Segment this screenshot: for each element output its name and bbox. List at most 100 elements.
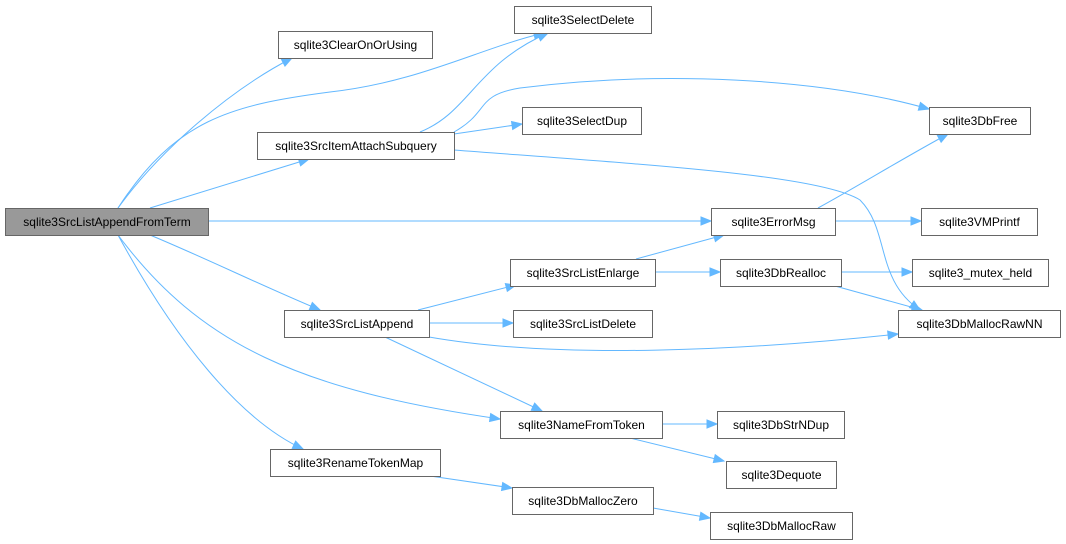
edge-srcListAppend-to-dbMallocRawNN-arrowhead	[887, 330, 900, 340]
node-vmPrintf-label: sqlite3VMPrintf	[939, 215, 1020, 229]
node-root-label: sqlite3SrcListAppendFromTerm	[23, 215, 190, 229]
node-dbMallocRaw[interactable]: sqlite3DbMallocRaw	[710, 512, 853, 540]
node-srcListEnlarge[interactable]: sqlite3SrcListEnlarge	[510, 259, 656, 287]
node-mutexHeld-label: sqlite3_mutex_held	[929, 266, 1032, 280]
edge-attachSubquery-to-selectDup-arrowhead	[510, 120, 524, 131]
node-renameTokenMap-label: sqlite3RenameTokenMap	[288, 456, 424, 470]
edge-dbRealloc-to-dbMallocRawNN	[834, 285, 924, 312]
node-dbStrNDup-box	[717, 411, 845, 439]
node-root: sqlite3SrcListAppendFromTerm	[5, 208, 209, 236]
node-dbRealloc[interactable]: sqlite3DbRealloc	[720, 259, 842, 287]
edge-srcListAppend-to-nameFromToken	[384, 336, 544, 412]
edge-renameTokenMap-to-dbMallocZero-line	[429, 475, 513, 489]
node-srcListAppend[interactable]: sqlite3SrcListAppend	[284, 310, 430, 338]
node-mutexHeld-box	[912, 259, 1049, 287]
node-dbRealloc-label: sqlite3DbRealloc	[736, 266, 826, 280]
node-dbMallocRawNN-box	[898, 310, 1061, 338]
edge-attachSubquery-to-selectDelete-line	[419, 32, 549, 133]
edge-root-to-errorMsg	[208, 216, 713, 226]
node-dequote[interactable]: sqlite3Dequote	[726, 461, 837, 489]
edge-root-to-srcListAppend-arrowhead	[308, 301, 322, 311]
edge-srcListAppend-to-srcListEnlarge-line	[417, 284, 517, 311]
node-srcListDelete-label: sqlite3SrcListDelete	[530, 317, 636, 331]
node-selectDelete-label: sqlite3SelectDelete	[532, 13, 635, 27]
edge-root-to-nameFromToken-line	[117, 234, 501, 420]
edge-srcListAppend-to-srcListDelete-arrowhead	[502, 318, 515, 328]
edge-srcListAppend-to-dbMallocRawNN-line	[428, 333, 899, 352]
edge-srcListAppend-to-dbMallocRawNN	[428, 330, 900, 352]
node-dequote-label: sqlite3Dequote	[741, 468, 821, 482]
edge-attachSubquery-to-selectDup-line	[453, 123, 523, 135]
edge-srcListEnlarge-to-dbRealloc-arrowhead	[709, 267, 722, 277]
node-dbFree-label: sqlite3DbFree	[943, 114, 1018, 128]
node-selectDup[interactable]: sqlite3SelectDup	[522, 107, 642, 135]
node-nameFromToken-box	[500, 411, 663, 439]
nodes-layer: sqlite3SrcListAppendFromTerm sqlite3Clear…	[5, 6, 1061, 540]
node-srcListEnlarge-label: sqlite3SrcListEnlarge	[527, 266, 640, 280]
edge-nameFromToken-to-dbStrNDup	[662, 419, 719, 429]
edge-root-to-attachSubquery-line	[149, 158, 310, 209]
node-srcListDelete[interactable]: sqlite3SrcListDelete	[513, 310, 653, 338]
edges-layer	[117, 30, 950, 521]
node-dbMallocRaw-label: sqlite3DbMallocRaw	[727, 519, 836, 533]
edge-root-to-nameFromToken-arrowhead	[488, 412, 502, 423]
edge-attachSubquery-to-selectDup	[453, 120, 524, 135]
edge-srcListEnlarge-to-errorMsg-line	[635, 234, 725, 260]
node-dbMallocRawNN-label: sqlite3DbMallocRawNN	[916, 317, 1042, 331]
node-clearOnOrUsing[interactable]: sqlite3ClearOnOrUsing	[278, 31, 433, 59]
edge-root-to-clearOnOrUsing-line	[117, 57, 293, 209]
node-clearOnOrUsing-label: sqlite3ClearOnOrUsing	[294, 38, 417, 52]
edge-srcListAppend-to-nameFromToken-line	[384, 336, 543, 412]
node-dbMallocZero[interactable]: sqlite3DbMallocZero	[512, 487, 654, 515]
node-vmPrintf-box	[921, 208, 1038, 236]
node-attachSubquery-label: sqlite3SrcItemAttachSubquery	[275, 139, 436, 153]
node-selectDelete-box	[514, 6, 652, 34]
edge-nameFromToken-to-dequote-arrowhead	[712, 453, 726, 464]
edge-attachSubquery-to-dbFree-arrowhead	[917, 101, 931, 111]
edge-root-to-errorMsg-arrowhead	[700, 216, 713, 226]
node-srcListAppend-box	[284, 310, 430, 338]
node-dbFree[interactable]: sqlite3DbFree	[929, 107, 1031, 135]
edge-srcListEnlarge-to-errorMsg	[635, 233, 726, 260]
edge-root-to-clearOnOrUsing-arrowhead	[280, 57, 294, 68]
node-dbRealloc-box	[720, 259, 842, 287]
edge-root-to-renameTokenMap-arrowhead	[291, 440, 305, 450]
edge-root-to-srcListAppend	[149, 234, 322, 311]
node-root-box	[5, 208, 209, 236]
edge-srcListAppend-to-srcListEnlarge	[417, 283, 518, 311]
edge-errorMsg-to-vmPrintf-arrowhead	[910, 216, 923, 226]
edge-dbMallocZero-to-dbMallocRaw	[652, 507, 712, 521]
edge-dbRealloc-to-mutexHeld	[841, 267, 914, 277]
edge-root-to-renameTokenMap-line	[117, 234, 304, 450]
node-selectDelete[interactable]: sqlite3SelectDelete	[514, 6, 652, 34]
node-errorMsg[interactable]: sqlite3ErrorMsg	[711, 208, 836, 236]
node-dbMallocRawNN[interactable]: sqlite3DbMallocRawNN	[898, 310, 1061, 338]
edge-srcListEnlarge-to-dbRealloc	[655, 267, 722, 277]
node-mutexHeld[interactable]: sqlite3_mutex_held	[912, 259, 1049, 287]
edge-attachSubquery-to-dbFree-line	[453, 78, 930, 133]
edge-root-to-selectDelete-line	[117, 32, 545, 209]
node-clearOnOrUsing-box	[278, 31, 433, 59]
edge-nameFromToken-to-dbStrNDup-arrowhead	[706, 419, 719, 429]
node-srcListAppend-label: sqlite3SrcListAppend	[301, 317, 414, 331]
node-dequote-box	[726, 461, 837, 489]
edge-root-to-renameTokenMap	[117, 234, 305, 450]
edge-nameFromToken-to-dequote-line	[629, 437, 725, 462]
node-vmPrintf[interactable]: sqlite3VMPrintf	[921, 208, 1038, 236]
edge-root-to-srcListAppend-line	[149, 234, 321, 311]
node-renameTokenMap[interactable]: sqlite3RenameTokenMap	[270, 449, 441, 477]
node-dbMallocZero-label: sqlite3DbMallocZero	[528, 494, 638, 508]
edge-errorMsg-to-dbFree-line	[817, 133, 949, 209]
edge-attachSubquery-to-selectDelete-arrowhead	[536, 32, 550, 42]
node-selectDup-label: sqlite3SelectDup	[537, 114, 627, 128]
node-nameFromToken[interactable]: sqlite3NameFromToken	[500, 411, 663, 439]
node-dbStrNDup[interactable]: sqlite3DbStrNDup	[717, 411, 845, 439]
edge-renameTokenMap-to-dbMallocZero-arrowhead	[500, 481, 514, 492]
edge-dbRealloc-to-dbMallocRawNN-line	[834, 285, 923, 311]
edge-srcListAppend-to-nameFromToken-arrowhead	[530, 402, 544, 412]
node-attachSubquery[interactable]: sqlite3SrcItemAttachSubquery	[257, 132, 455, 160]
edge-errorMsg-to-dbFree	[817, 133, 950, 209]
edge-attachSubquery-to-dbMallocRawNN-line	[453, 149, 921, 311]
node-dbFree-box	[929, 107, 1031, 135]
